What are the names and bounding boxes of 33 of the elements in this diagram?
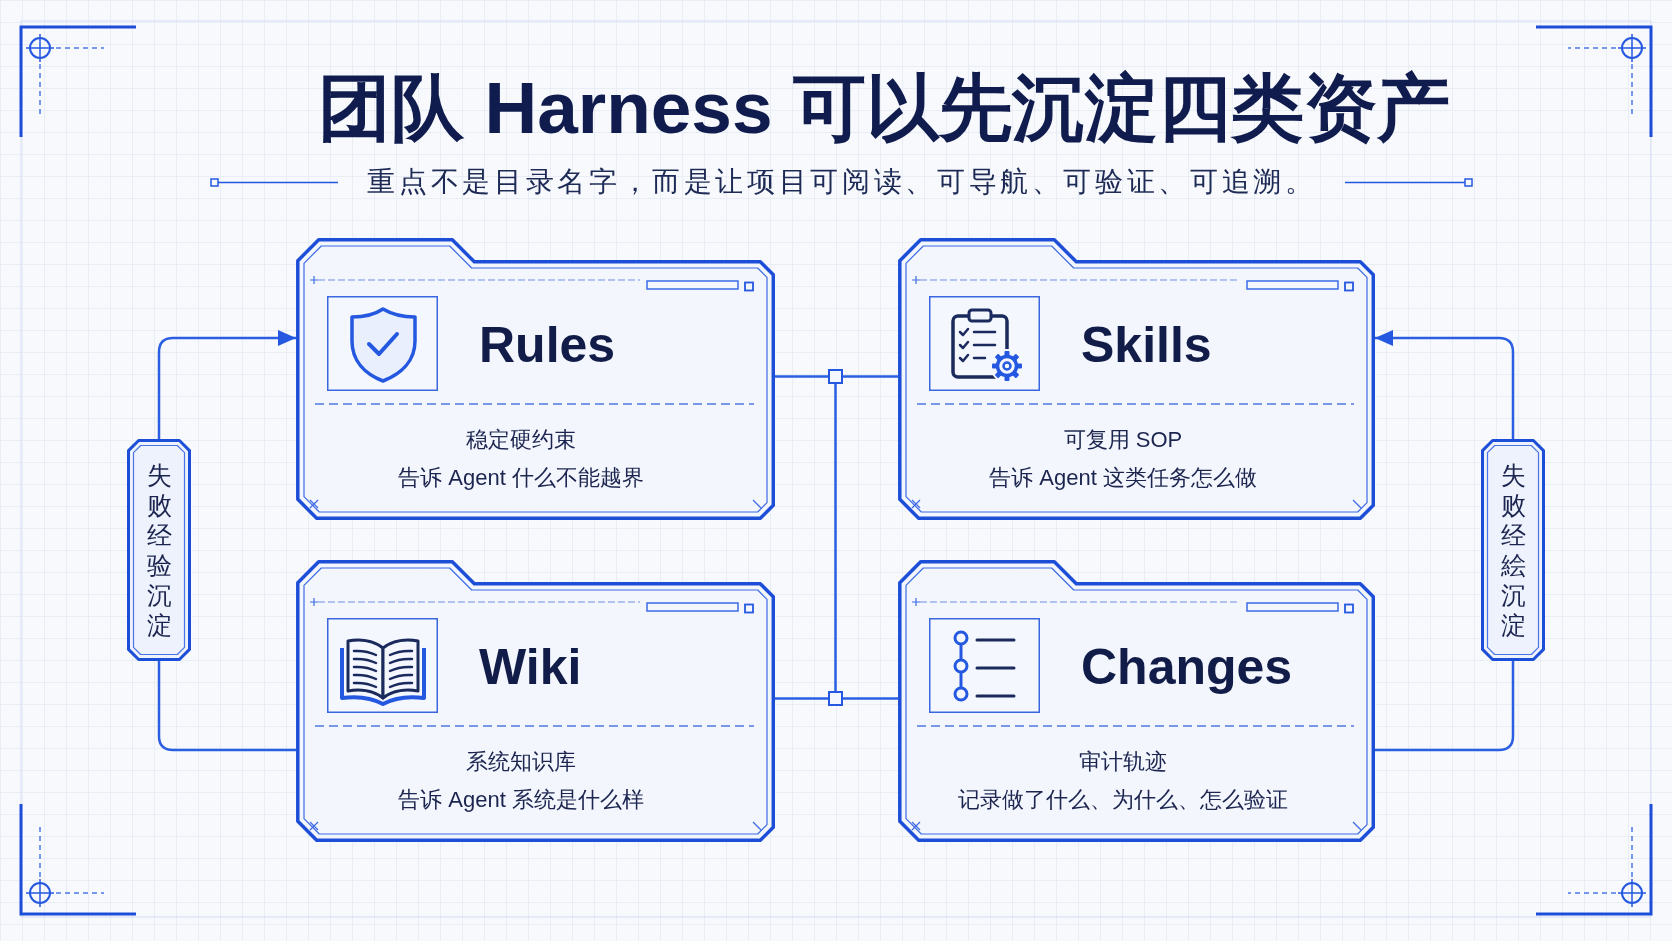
connector-line: [775, 697, 828, 700]
connector-line: [843, 697, 898, 700]
connector-line: [843, 375, 898, 378]
tag-text: 失败经絵沉淀: [1500, 460, 1526, 640]
connector-line: [157, 661, 296, 752]
arrow: [1375, 330, 1515, 439]
folder-card: [898, 560, 1375, 842]
card-subtitle: 系统知识库: [466, 748, 576, 776]
card-description: 告诉 Agent 什么不能越界: [398, 464, 644, 492]
folder-card: [898, 238, 1375, 520]
junction-square: [828, 369, 843, 384]
folder-card: [296, 238, 775, 520]
card-title: Rules: [479, 317, 616, 373]
card-subtitle: 审计轨迹: [1079, 748, 1167, 776]
subtitle: 重点不是目录名字，而是让项目可阅读、可导航、可验证、可追溯。: [367, 165, 1317, 199]
folder-card: [296, 560, 775, 842]
connector-line: [834, 384, 837, 691]
title: 团队 Harness 可以先沉淀四类资产: [318, 68, 1450, 148]
junction-square: [828, 691, 843, 706]
tag-text: 失败经验沉淀: [146, 460, 172, 640]
card-description: 告诉 Agent 系统是什么样: [398, 786, 644, 814]
card-title: Wiki: [479, 639, 582, 695]
card-description: 记录做了什么、为什么、怎么验证: [958, 786, 1288, 814]
card-subtitle: 稳定硬约束: [466, 426, 576, 454]
connector-line: [1375, 661, 1515, 752]
card-title: Changes: [1081, 639, 1293, 695]
vertical-tag: [1481, 439, 1545, 661]
card-subtitle: 可复用 SOP: [1063, 426, 1183, 454]
connector-line: [775, 375, 828, 378]
card-description: 告诉 Agent 这类任务怎么做: [989, 464, 1257, 492]
vertical-tag: [127, 439, 191, 661]
card-title: Skills: [1081, 317, 1212, 373]
arrow: [157, 330, 296, 439]
